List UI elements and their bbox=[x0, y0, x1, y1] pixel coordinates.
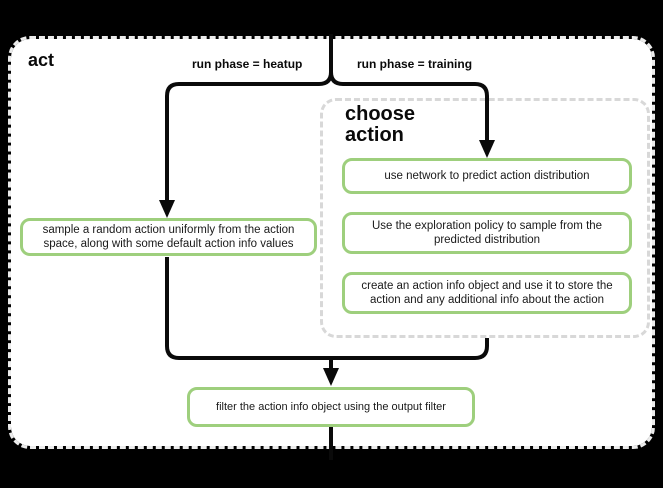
arrowhead-training-branch bbox=[479, 140, 495, 158]
node-exploration-policy-sample: Use the exploration policy to sample fro… bbox=[342, 212, 632, 254]
edge-label-run-phase-heatup: run phase = heatup bbox=[192, 57, 303, 71]
node-predict-action-distribution: use network to predict action distributi… bbox=[342, 158, 632, 194]
act-function-title: act bbox=[28, 50, 55, 70]
connector-sample-to-merge bbox=[165, 257, 331, 360]
arrowhead-heatup-branch bbox=[159, 200, 175, 218]
node-create-action-info-object: create an action info object and use it … bbox=[342, 272, 632, 314]
choose-action-group-title: choose action bbox=[345, 103, 416, 146]
node-filter-action-info: filter the action info object using the … bbox=[187, 387, 475, 427]
connector-group-to-merge bbox=[331, 338, 489, 360]
edge-label-run-phase-training: run phase = training bbox=[357, 57, 473, 71]
connector-training-branch bbox=[329, 71, 489, 141]
node-sample-random-action: sample a random action uniformly from th… bbox=[20, 218, 317, 256]
arrowhead-merge-to-filter bbox=[323, 368, 339, 386]
